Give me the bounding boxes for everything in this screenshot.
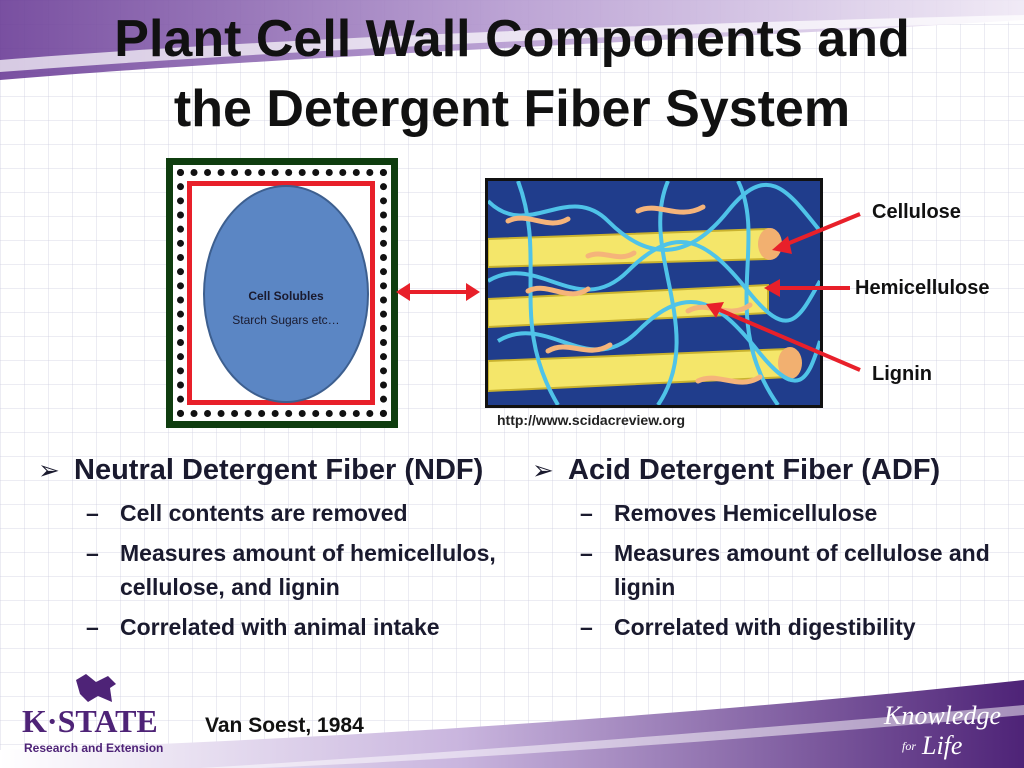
double-arrow-icon (396, 283, 480, 301)
list-item: – Removes Hemicellulose (580, 496, 1002, 530)
ndf-section: ➢ Neutral Detergent Fiber (NDF) – Cell c… (38, 450, 518, 650)
callout-arrows (706, 212, 861, 372)
ndf-heading: Neutral Detergent Fiber (NDF) (74, 454, 484, 486)
title-line-2: the Detergent Fiber System (173, 80, 851, 138)
adf-section: ➢ Acid Detergent Fiber (ADF) – Removes H… (532, 450, 1002, 650)
dash-bullet-icon: – (580, 500, 593, 526)
dash-bullet-icon: – (86, 540, 99, 566)
dash-bullet-icon: – (86, 500, 99, 526)
cell-wall-fiber-image (485, 178, 823, 408)
wildcat-icon (76, 674, 116, 702)
adf-list: – Removes Hemicellulose – Measures amoun… (580, 496, 1002, 644)
kstate-logo: K·STATE Research and Extension (22, 674, 163, 755)
ndf-item-1: Cell contents are removed (120, 500, 408, 526)
list-item: – Measures amount of hemicellulos, cellu… (86, 536, 518, 604)
dash-bullet-icon: – (580, 614, 593, 640)
list-item: – Correlated with animal intake (86, 610, 518, 644)
kstate-subtitle: Research and Extension (24, 741, 163, 755)
adf-item-3: Correlated with digestibility (614, 614, 916, 640)
top-swoosh-decoration (0, 0, 1024, 80)
adf-item-1: Removes Hemicellulose (614, 500, 878, 526)
source-url: http://www.scidacreview.org (497, 412, 686, 428)
bottom-swoosh-decoration (0, 680, 1024, 768)
knowledge-for-life-logo: Knowledge for Life (883, 701, 1001, 760)
ndf-item-2: Measures amount of hemicellulos, cellulo… (120, 540, 496, 600)
ndf-list: – Cell contents are removed – Measures a… (86, 496, 518, 644)
adf-item-2: Measures amount of cellulose and lignin (614, 540, 990, 600)
dash-bullet-icon: – (86, 614, 99, 640)
list-item: – Cell contents are removed (86, 496, 518, 530)
kstate-wordmark: K·STATE (22, 703, 158, 739)
list-item: – Measures amount of cellulose and ligni… (580, 536, 1002, 604)
logo-for-text: for (902, 739, 916, 753)
adf-heading: Acid Detergent Fiber (ADF) (568, 454, 941, 486)
cell-diagram: Cell Solubles Starch Sugars etc… (166, 158, 398, 428)
cell-solubles-sublabel: Starch Sugars etc… (232, 313, 340, 327)
citation: Van Soest, 1984 (205, 714, 364, 737)
logo-knowledge-text: Knowledge (883, 701, 1001, 730)
arrowhead-bullet-icon: ➢ (38, 455, 60, 485)
list-item: – Correlated with digestibility (580, 610, 1002, 644)
cell-solubles-oval (203, 185, 369, 403)
title-line-1: Plant Cell Wall Components and (114, 10, 910, 68)
ndf-item-3: Correlated with animal intake (120, 614, 440, 640)
lignin-strands (505, 204, 763, 385)
callout-hemicellulose: Hemicellulose (855, 277, 990, 299)
callout-lignin: Lignin (872, 363, 932, 385)
callout-cellulose: Cellulose (872, 201, 961, 223)
arrowhead-bullet-icon: ➢ (532, 455, 554, 485)
slide-title: Plant Cell Wall Components and the Deter… (0, 4, 1024, 144)
cell-solubles-label: Cell Solubles (248, 289, 324, 303)
logo-life-text: Life (921, 731, 962, 760)
cell-wall-dotted-border (177, 169, 387, 417)
adf-heading-row: ➢ Acid Detergent Fiber (ADF) (532, 450, 1002, 490)
dash-bullet-icon: – (580, 540, 593, 566)
ndf-heading-row: ➢ Neutral Detergent Fiber (NDF) (38, 450, 518, 490)
